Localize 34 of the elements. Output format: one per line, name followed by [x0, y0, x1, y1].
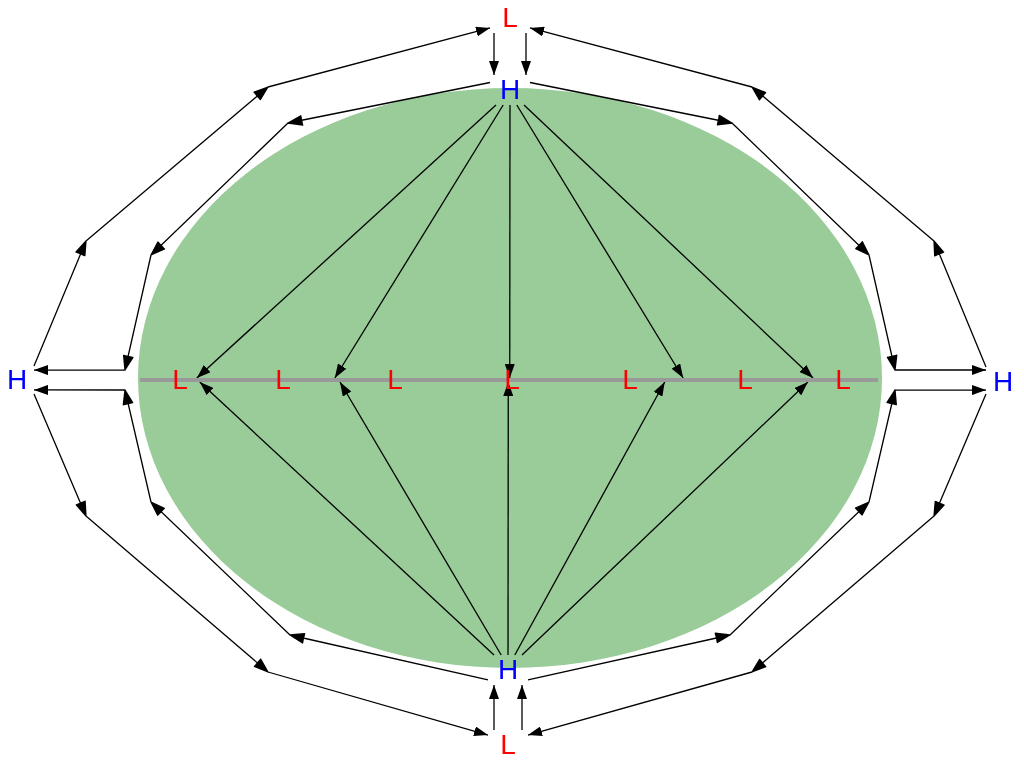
arrow [521, 381, 809, 656]
arrow [529, 26, 987, 368]
arrow [527, 393, 987, 737]
pressure-label: L [736, 365, 754, 395]
arrow [33, 26, 491, 367]
pressure-label: H [488, 655, 528, 685]
pressure-label: L [503, 365, 521, 395]
pressure-label: H [0, 365, 34, 395]
arrow [33, 81, 491, 376]
arrow [517, 684, 527, 731]
pressure-label: H [986, 367, 1020, 397]
arrow [514, 381, 666, 656]
pressure-label: L [621, 365, 639, 395]
pressure-label: L [490, 3, 530, 33]
pressure-label: L [386, 365, 404, 395]
arrow [334, 104, 504, 379]
arrow [489, 684, 499, 731]
pressure-label: L [834, 365, 852, 395]
arrow [529, 81, 987, 375]
arrow [516, 104, 684, 379]
pressure-label: L [488, 730, 528, 760]
arrow [339, 381, 502, 656]
pressure-label: L [274, 365, 292, 395]
arrow [527, 385, 987, 681]
arrow [504, 104, 515, 379]
arrow [199, 381, 495, 656]
arrow [196, 104, 497, 379]
arrow [33, 384, 489, 681]
pressure-label: L [171, 365, 189, 395]
arrow [523, 104, 814, 379]
arrow [521, 32, 531, 76]
arrow [489, 32, 499, 76]
pressure-label: H [490, 75, 530, 105]
arrow [33, 393, 489, 737]
